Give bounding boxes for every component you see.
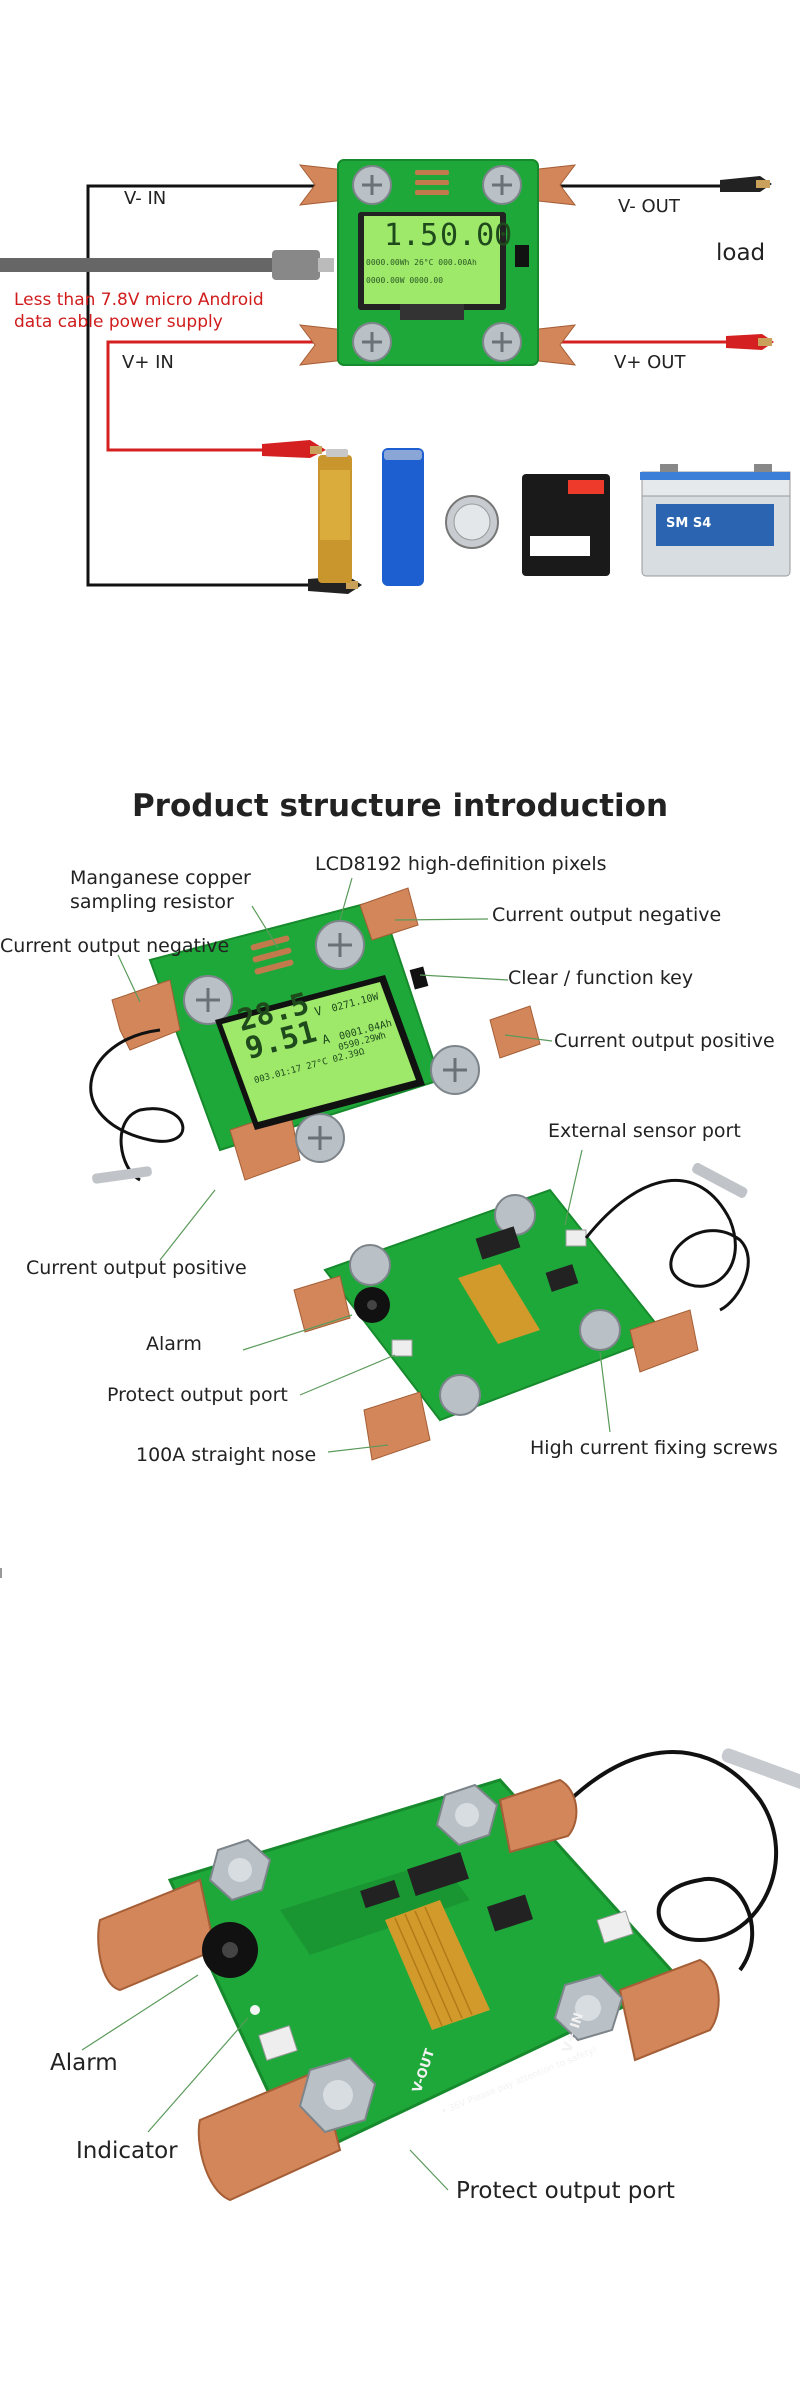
temperature-probe-left xyxy=(92,1166,152,1184)
label-current-output-negative-left: Current output negative xyxy=(0,935,230,957)
clip-positive-in xyxy=(262,440,326,458)
label-current-output-positive-left: Current output positive xyxy=(26,1257,247,1279)
label-v-minus-in: V- IN xyxy=(124,188,167,209)
lcd-row2: 0000.00Wh 26°C 000.00Ah xyxy=(366,258,477,267)
sensor-cable-left xyxy=(89,1028,185,1182)
detail-copper-top xyxy=(498,1778,578,1854)
negative-wire-in xyxy=(86,184,330,587)
detail-protect-port xyxy=(258,2025,298,2061)
sensor-cable-right xyxy=(584,1179,750,1312)
label-external-sensor-port: External sensor port xyxy=(548,1120,741,1142)
meter-device-front xyxy=(111,887,541,1181)
label-protect-output-port: Protect output port xyxy=(107,1384,288,1406)
usb-plug xyxy=(272,250,320,280)
lcd-voltage-readout: 1.5 xyxy=(384,218,439,253)
lcd-current-readout: 0.00 xyxy=(440,218,513,253)
cylindrical-battery xyxy=(382,448,424,586)
detail-label-indicator: Indicator xyxy=(76,2138,178,2164)
detail-indicator-led xyxy=(250,2005,260,2015)
detail-label-protect-output-port: Protect output port xyxy=(456,2178,675,2204)
temperature-probe-right xyxy=(692,1162,748,1198)
wiring-svg xyxy=(0,159,791,594)
label-current-output-positive-right: Current output positive xyxy=(554,1030,775,1052)
detail-label-alarm: Alarm xyxy=(50,2050,118,2076)
positive-wire-in xyxy=(106,340,330,452)
label-current-output-negative-right: Current output negative xyxy=(492,904,722,926)
meter-device-back xyxy=(293,1188,699,1461)
usb-tip xyxy=(318,258,334,272)
label-clear-function-key: Clear / function key xyxy=(508,967,694,989)
detail-sensor-cable xyxy=(518,1750,779,1972)
clip-positive-out xyxy=(726,334,774,350)
detail-screws xyxy=(208,1783,624,2134)
detail-copper-right xyxy=(618,1958,720,2062)
lipo-battery xyxy=(522,474,610,576)
label-lcd-pixels: LCD8192 high-definition pixels xyxy=(315,853,607,875)
detail-sensor-port xyxy=(596,1910,634,1944)
car-battery xyxy=(640,464,791,577)
usb-cable xyxy=(0,258,278,272)
label-high-current-fixing-screws: High current fixing screws xyxy=(530,1437,778,1459)
car-battery-label: SM S4 xyxy=(666,516,712,531)
product-structure-svg xyxy=(89,877,750,1461)
detail-ribbon-lines xyxy=(394,1906,473,2027)
label-v-plus-in: V+ IN xyxy=(122,352,174,373)
leader-lines xyxy=(117,877,611,1453)
label-v-minus-out: V- OUT xyxy=(618,196,680,217)
clip-negative-out xyxy=(720,176,772,192)
coin-battery xyxy=(445,495,499,549)
power-note-line1: Less than 7.8V micro Android xyxy=(14,290,264,310)
label-v-plus-out: V+ OUT xyxy=(614,352,686,373)
aa-battery xyxy=(318,449,352,583)
label-manganese-line1: Manganese copper xyxy=(70,867,251,889)
detail-temperature-probe xyxy=(721,1748,800,1789)
label-manganese-line2: sampling resistor xyxy=(70,891,234,913)
section-title: Product structure introduction xyxy=(131,788,669,824)
detail-leader-lines xyxy=(81,1974,449,2191)
power-note-line2: data cable power supply xyxy=(14,312,223,332)
label-alarm: Alarm xyxy=(146,1333,202,1355)
label-100a-straight-nose: 100A straight nose xyxy=(136,1444,317,1466)
label-load: load xyxy=(716,240,766,266)
detail-buzzer xyxy=(202,1922,258,1978)
detail-copper-left xyxy=(97,1878,217,1992)
edge-mark xyxy=(0,1568,2,1578)
lcd-row3: 0000.00W 0000.00 xyxy=(366,276,444,285)
meter-device-top xyxy=(298,159,577,366)
